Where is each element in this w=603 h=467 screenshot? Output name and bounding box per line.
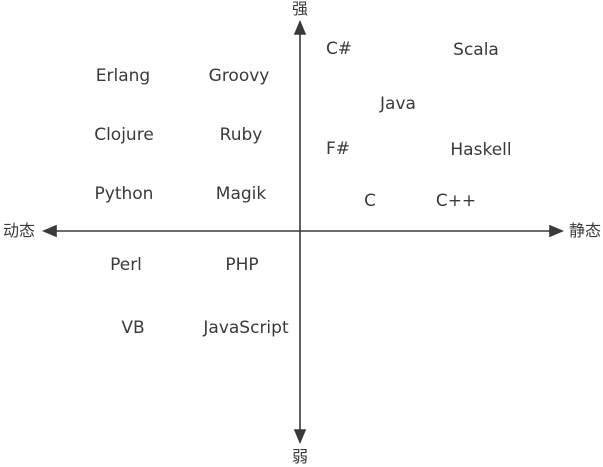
arrow-right-icon bbox=[549, 224, 565, 238]
language-javascript: JavaScript bbox=[203, 318, 289, 338]
language-erlang: Erlang bbox=[95, 66, 151, 86]
arrow-up-icon bbox=[293, 19, 307, 35]
axis-label-static: 静态 bbox=[568, 221, 602, 240]
language-clojure: Clojure bbox=[94, 125, 154, 145]
language-python: Python bbox=[94, 184, 154, 204]
axis-label-weak: 弱 bbox=[291, 447, 309, 466]
language-fsharp: F# bbox=[325, 139, 351, 159]
axis-label-dynamic: 动态 bbox=[2, 221, 36, 240]
language-perl: Perl bbox=[110, 255, 142, 275]
axis-label-strong: 强 bbox=[291, 0, 309, 18]
language-groovy: Groovy bbox=[208, 66, 270, 86]
arrow-down-icon bbox=[293, 429, 307, 445]
language-cpp: C++ bbox=[435, 191, 477, 211]
language-haskell: Haskell bbox=[450, 140, 512, 160]
language-magik: Magik bbox=[215, 184, 267, 204]
language-scala: Scala bbox=[453, 40, 499, 60]
language-php: PHP bbox=[225, 255, 259, 275]
language-csharp: C# bbox=[325, 39, 353, 59]
language-ruby: Ruby bbox=[219, 125, 263, 145]
language-vb: VB bbox=[121, 318, 145, 338]
arrow-left-icon bbox=[41, 224, 57, 238]
language-c: C bbox=[364, 191, 376, 211]
language-java: Java bbox=[380, 94, 416, 114]
